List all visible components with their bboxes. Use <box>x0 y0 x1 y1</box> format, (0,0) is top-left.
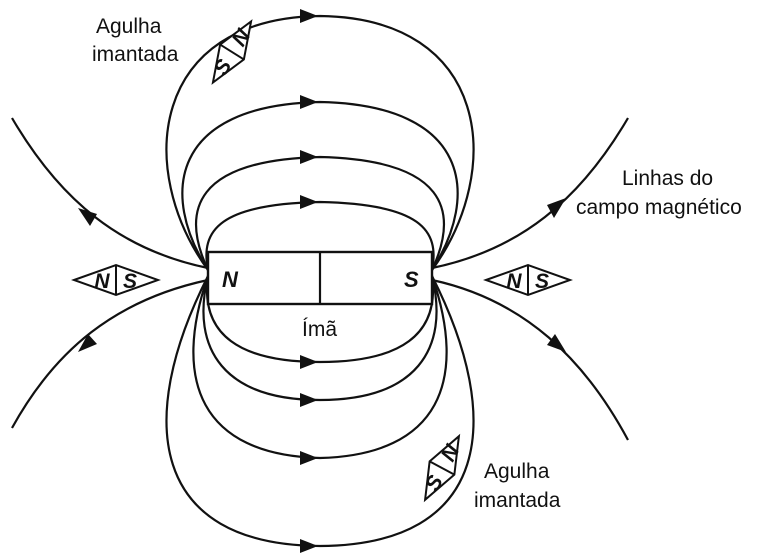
label-needle-bottom-line1: Agulha <box>484 460 550 483</box>
field-line-top-2 <box>182 102 457 270</box>
arrow-icon <box>547 334 566 352</box>
arrow-icon <box>300 195 318 209</box>
needle-bottom: S N <box>413 430 472 507</box>
field-line-far-bottom-right <box>432 280 628 440</box>
arrow-icon <box>300 9 318 23</box>
arrow-icon <box>300 451 318 465</box>
label-needle-bottom-line2: imantada <box>474 489 561 512</box>
label-needle-top-line2: imantada <box>92 43 179 66</box>
needle-right-left-pole: N <box>506 270 522 293</box>
label-needle-top-line1: Agulha <box>96 15 162 38</box>
needle-left-left-pole: N <box>94 270 110 293</box>
arrow-icon <box>300 355 318 369</box>
arrow-icon <box>300 393 318 407</box>
needle-right: N S <box>486 265 570 295</box>
arrow-icon <box>300 150 318 164</box>
field-line-far-bottom-left <box>12 280 208 428</box>
needle-right-right-pole: S <box>535 270 549 293</box>
magnet-south-pole: S <box>404 267 419 292</box>
label-field-lines-line1: Linhas do <box>622 167 713 190</box>
field-line-far-top-right <box>432 118 628 268</box>
arrow-icon <box>300 539 318 553</box>
bar-magnet: N S <box>208 252 432 304</box>
needle-left-right-pole: S <box>123 270 137 293</box>
magnet-north-pole: N <box>222 267 239 292</box>
needle-left: N S <box>74 265 158 295</box>
arrow-icon <box>547 198 566 218</box>
label-magnet: Ímã <box>302 318 337 341</box>
field-line-far-top-left <box>12 118 208 268</box>
arrow-icon <box>78 334 97 352</box>
arrow-icon <box>300 95 318 109</box>
label-field-lines-line2: campo magnético <box>576 196 742 219</box>
